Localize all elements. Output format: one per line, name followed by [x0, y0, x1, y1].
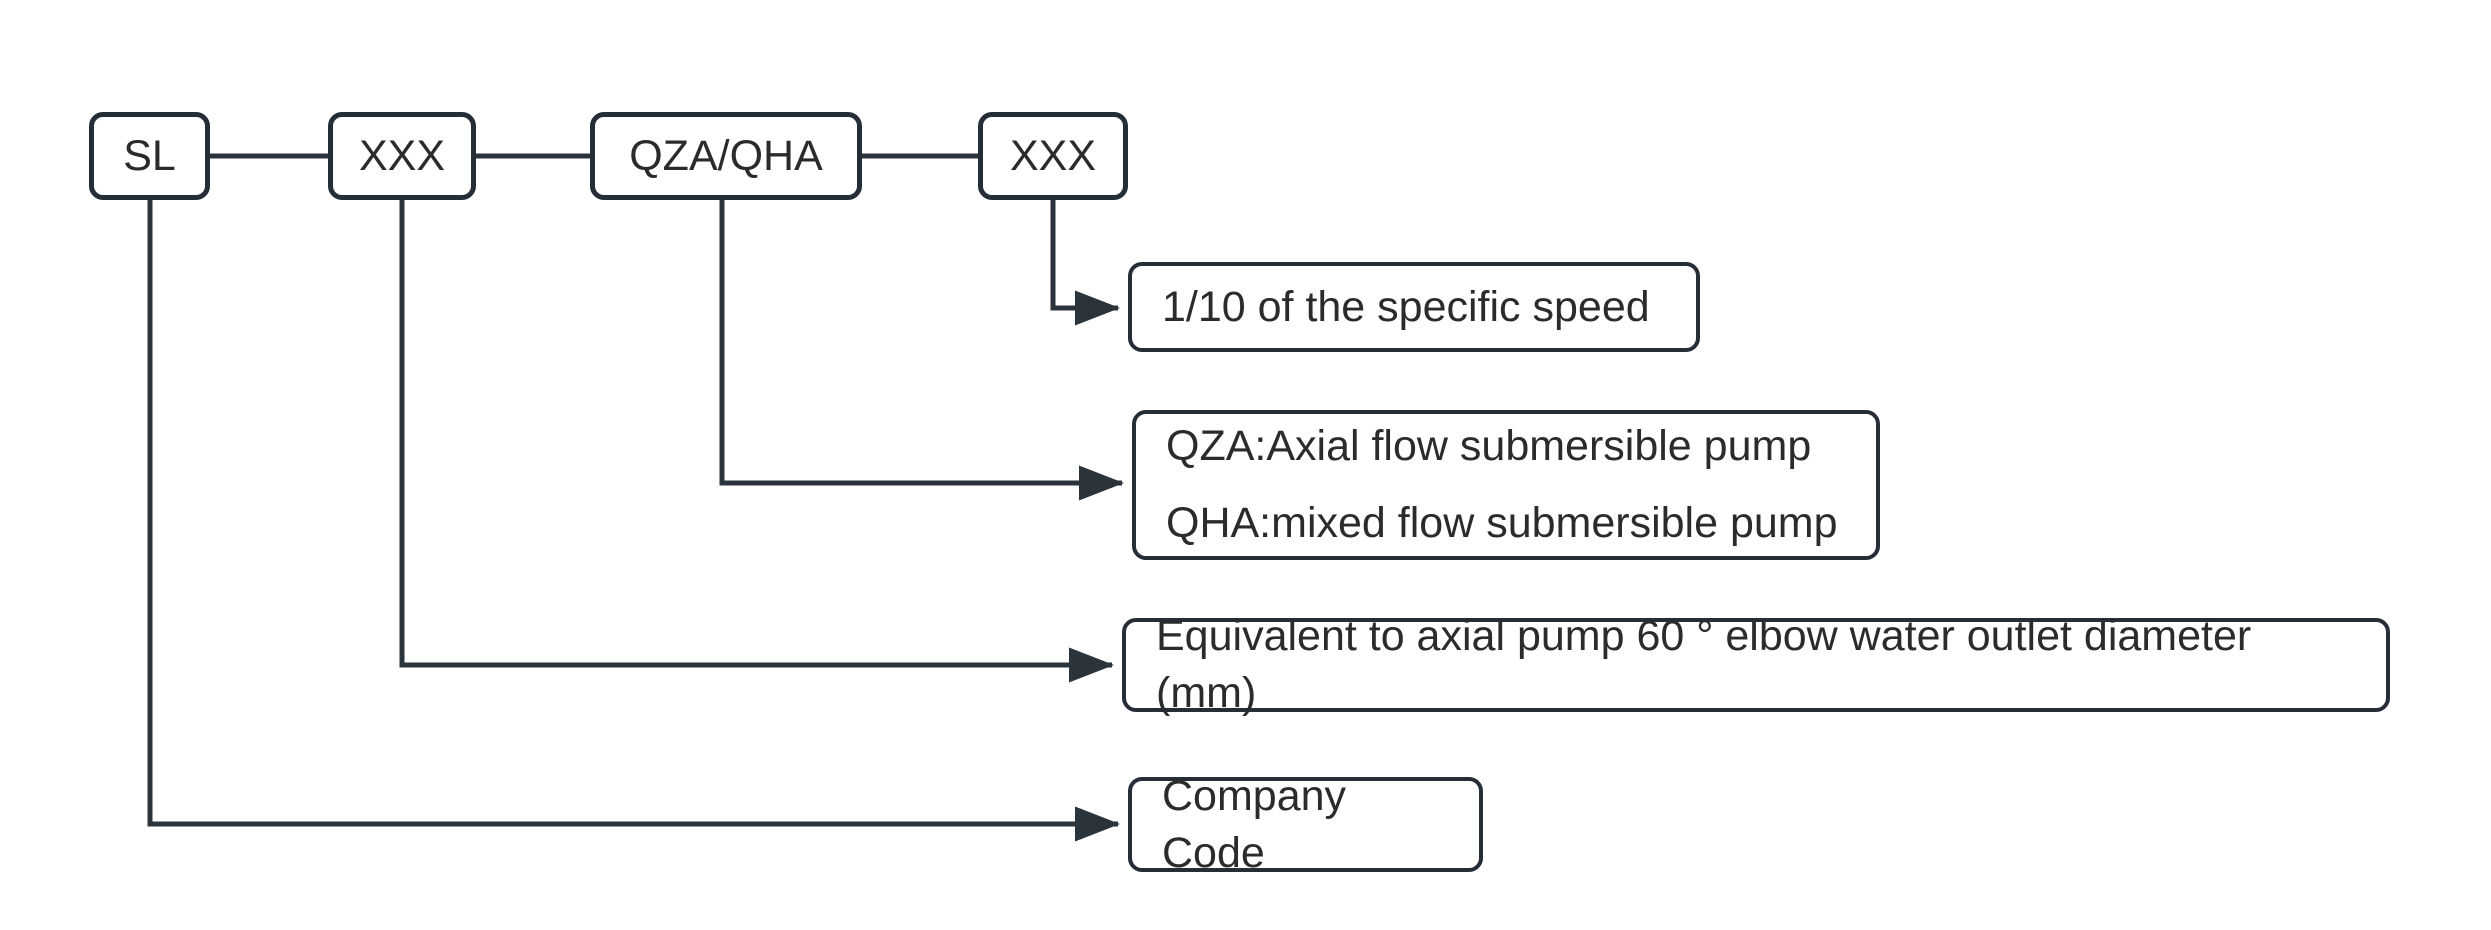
callout-company-note-line-1: Company Code [1162, 771, 1347, 877]
callout-type-note-line-1: QZA:Axial flow submersible pump [1166, 422, 1812, 471]
code-segment-sl[interactable]: SL [89, 112, 210, 200]
callout-diameter-note[interactable]: Equivalent to axial pump 60 ° elbow wate… [1122, 612, 2390, 717]
callout-company-note[interactable]: Company Code [1128, 772, 1483, 877]
code-segment-diameter[interactable]: XXX [328, 112, 476, 200]
code-segment-type-label: QZA/QHA [629, 131, 823, 180]
connector-diameter-note [399, 200, 1114, 683]
callout-speed-note-line-1: 1/10 of the specific speed [1162, 282, 1650, 331]
callout-type-note[interactable]: QZA:Axial flow submersible pump QHA:mixe… [1132, 410, 1880, 560]
code-segment-type[interactable]: QZA/QHA [590, 112, 862, 200]
code-segment-speed-label: XXX [1009, 131, 1097, 180]
callout-diameter-note-line-1: Equivalent to axial pump 60 ° elbow wate… [1156, 612, 2252, 717]
code-segment-speed[interactable]: XXX [978, 112, 1128, 200]
callout-type-note-line-2: QHA:mixed flow submersible pump [1166, 499, 1838, 547]
code-segment-sl-label: SL [123, 131, 176, 180]
connector-speed-note [1050, 200, 1120, 326]
callout-speed-note[interactable]: 1/10 of the specific speed [1128, 262, 1700, 352]
connector-type-note [719, 200, 1124, 501]
code-segment-diameter-label: XXX [358, 131, 446, 180]
connector-company-note [147, 200, 1120, 842]
